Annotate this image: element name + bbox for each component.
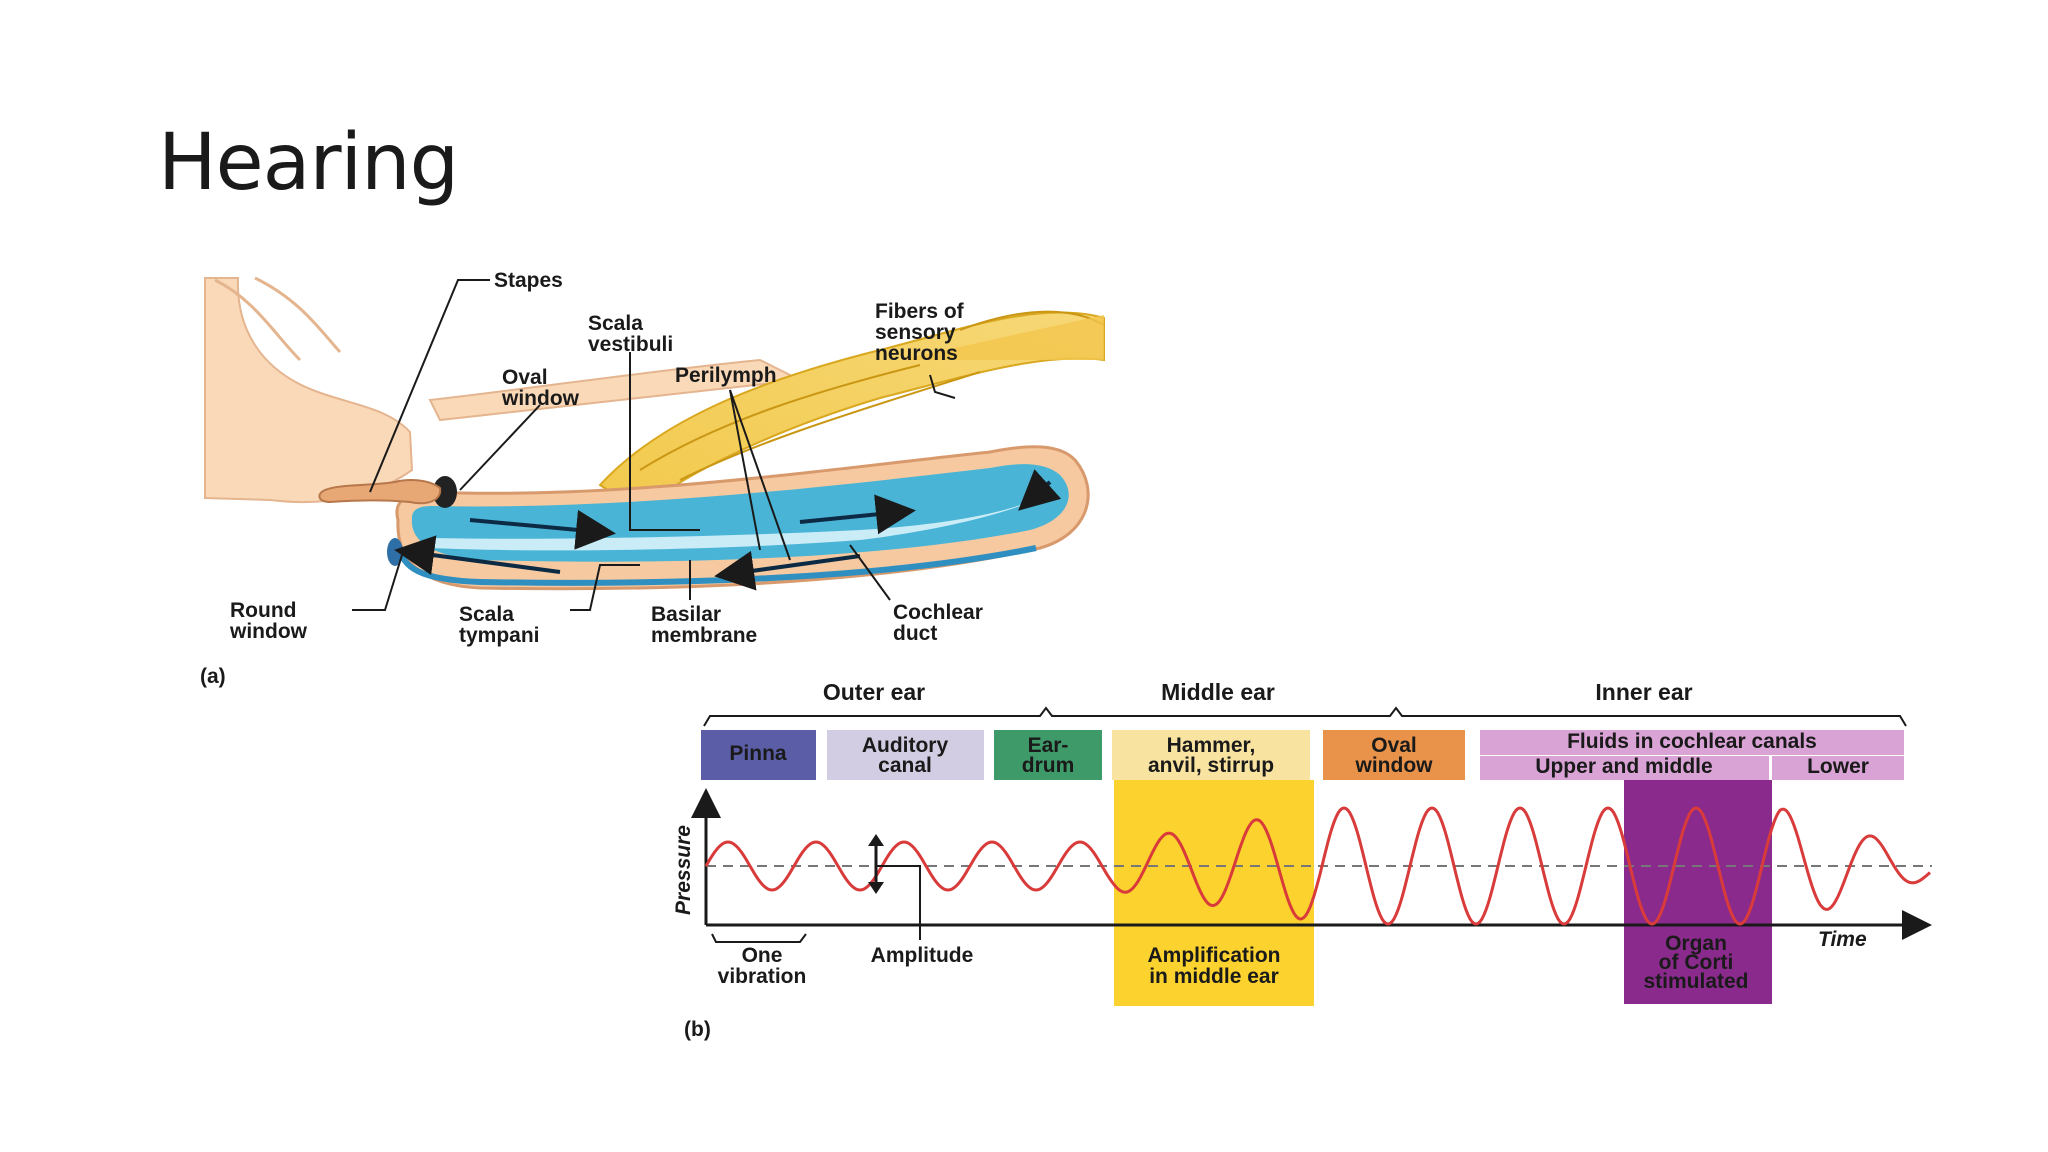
box-label-ossicles-2: anvil, stirrup — [1148, 754, 1274, 777]
label-organ-of-corti-3: stimulated — [1643, 970, 1748, 993]
label-fibers-3: neurons — [875, 342, 958, 365]
labels-a: Stapes Scala vestibuli Fibers of sensory… — [200, 269, 983, 688]
box-label-upper-middle: Upper and middle — [1535, 755, 1712, 778]
header-inner-ear: Inner ear — [1595, 679, 1692, 705]
box-oval-window — [1323, 730, 1465, 780]
label-round-window-2: window — [229, 620, 308, 643]
box-label-oval-window: Oval — [1371, 734, 1417, 757]
semicircular-canal — [254, 276, 342, 354]
label-oval-window-2: window — [501, 387, 580, 410]
label-oval-window: Oval — [502, 366, 548, 389]
label-scala-tympani-2: tympani — [459, 624, 540, 647]
flow-arrow — [394, 535, 561, 575]
label-amplification-2: in middle ear — [1149, 965, 1279, 988]
box-label-ossicles: Hammer, — [1167, 734, 1256, 757]
label-fibers: Fibers of — [875, 300, 965, 323]
label-amplification: Amplification — [1147, 944, 1280, 967]
box-ossicles — [1112, 730, 1310, 780]
label-organ-of-corti: Organ — [1665, 932, 1727, 955]
box-label-eardrum-2: drum — [1022, 754, 1075, 777]
box-label-oval-window-2: window — [1355, 754, 1434, 777]
label-perilymph: Perilymph — [675, 364, 777, 387]
oval-window-membrane — [433, 476, 457, 508]
label-stapes: Stapes — [494, 269, 563, 292]
organ-of-corti-highlight — [1624, 780, 1772, 1004]
box-label-pinna: Pinna — [729, 742, 786, 765]
box-label-lower: Lower — [1807, 755, 1869, 778]
cochlea-illustration — [204, 276, 1105, 591]
annotations-b: One vibration Amplitude Amplification in… — [684, 932, 1749, 1041]
box-label-eardrum: Ear- — [1028, 734, 1069, 757]
box-fluids — [1480, 730, 1904, 755]
label-fibers-2: sensory — [875, 321, 956, 344]
label-round-window: Round — [230, 599, 296, 622]
nerve-bundle — [900, 315, 1104, 360]
box-upper-middle — [1480, 756, 1769, 780]
x-axis-label: Time — [1818, 928, 1867, 951]
cochlear-duct — [430, 490, 1050, 551]
label-organ-of-corti-2: of Corti — [1659, 951, 1734, 974]
box-pinna — [701, 730, 816, 780]
header-middle-ear: Middle ear — [1161, 679, 1275, 705]
panel-label-a: (a) — [200, 665, 226, 688]
box-eardrum — [994, 730, 1102, 780]
label-one-vibration: One — [742, 944, 783, 967]
flow-arrow — [714, 550, 861, 591]
slide-title: Hearing — [158, 118, 459, 208]
header-outer-ear: Outer ear — [823, 679, 925, 705]
flow-arrow — [799, 494, 916, 535]
y-axis-label: Pressure — [672, 825, 695, 915]
label-scala-vestibuli: Scala — [588, 312, 643, 335]
label-cochlear-duct-2: duct — [893, 622, 937, 645]
box-auditory-canal — [827, 730, 984, 780]
flow-arrow — [1018, 469, 1062, 511]
sound-wave — [704, 806, 1932, 926]
flow-arrow — [469, 509, 616, 550]
semicircular-canal — [214, 278, 302, 362]
box-label-auditory-canal-2: canal — [878, 754, 932, 777]
section-headers: Outer ear Middle ear Inner ear — [823, 679, 1693, 705]
panel-label-b: (b) — [684, 1018, 711, 1041]
stapes-bone — [318, 479, 442, 505]
label-scala-tympani: Scala — [459, 603, 514, 626]
temporal-bone — [428, 358, 804, 422]
pathway-boxes: Pinna Auditory canal Ear- drum Hammer, a… — [701, 730, 1904, 780]
label-scala-vestibuli-2: vestibuli — [588, 333, 673, 356]
one-vibration-bracket — [711, 933, 807, 943]
amplification-highlight — [1114, 780, 1314, 1006]
leader-lines-a — [352, 279, 956, 611]
box-label-fluids: Fluids in cochlear canals — [1567, 730, 1817, 753]
label-cochlear-duct: Cochlear — [893, 601, 983, 624]
amplitude-indicator — [868, 834, 921, 940]
label-amplitude: Amplitude — [871, 944, 974, 967]
label-one-vibration-2: vibration — [718, 965, 807, 988]
box-lower — [1772, 756, 1904, 780]
label-basilar-membrane-2: membrane — [651, 624, 757, 647]
bone-structure — [204, 277, 414, 504]
box-label-auditory-canal: Auditory — [862, 734, 949, 757]
section-brackets — [703, 706, 1907, 727]
label-basilar-membrane: Basilar — [651, 603, 721, 626]
